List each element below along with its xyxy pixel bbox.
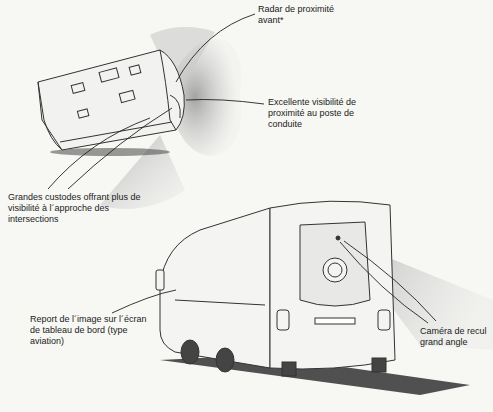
- callout-label: Grandes custodes offrant plus de visibil…: [8, 192, 148, 225]
- callout-label: Excellente visibilité de proximité au po…: [268, 97, 378, 130]
- callout-label: Report de l´image sur l´écran de tableau…: [30, 314, 155, 347]
- callout-label: Radar de proximité avant*: [258, 4, 358, 26]
- callout-label: Caméra de recul grand angle: [420, 326, 490, 348]
